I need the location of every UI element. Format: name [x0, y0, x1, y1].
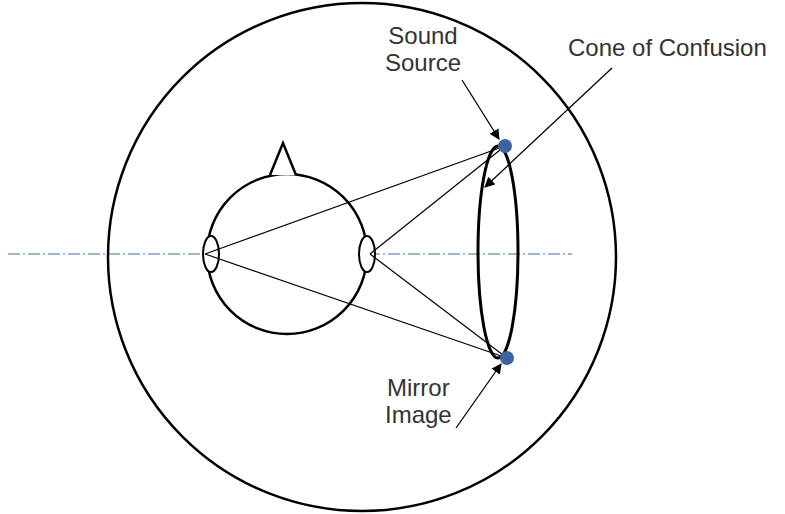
leader-arrow — [485, 68, 612, 187]
leader-arrow — [456, 364, 501, 428]
sound-path — [205, 254, 507, 358]
sound-path — [205, 146, 505, 254]
sound-path — [370, 146, 505, 254]
callout-label: Mirror Image — [383, 374, 454, 428]
head-circle — [207, 174, 367, 334]
callout-label: Cone of Confusion — [566, 34, 769, 61]
callout-label: Sound Source — [383, 22, 463, 76]
cone-ellipse — [478, 146, 518, 358]
outer-circle — [108, 3, 616, 511]
sound-paths — [205, 146, 507, 358]
nose-triangle — [270, 143, 296, 175]
right-ear — [359, 236, 375, 272]
source-dot — [498, 139, 512, 153]
mirror-dot — [500, 351, 514, 365]
leader-arrow — [462, 80, 499, 139]
